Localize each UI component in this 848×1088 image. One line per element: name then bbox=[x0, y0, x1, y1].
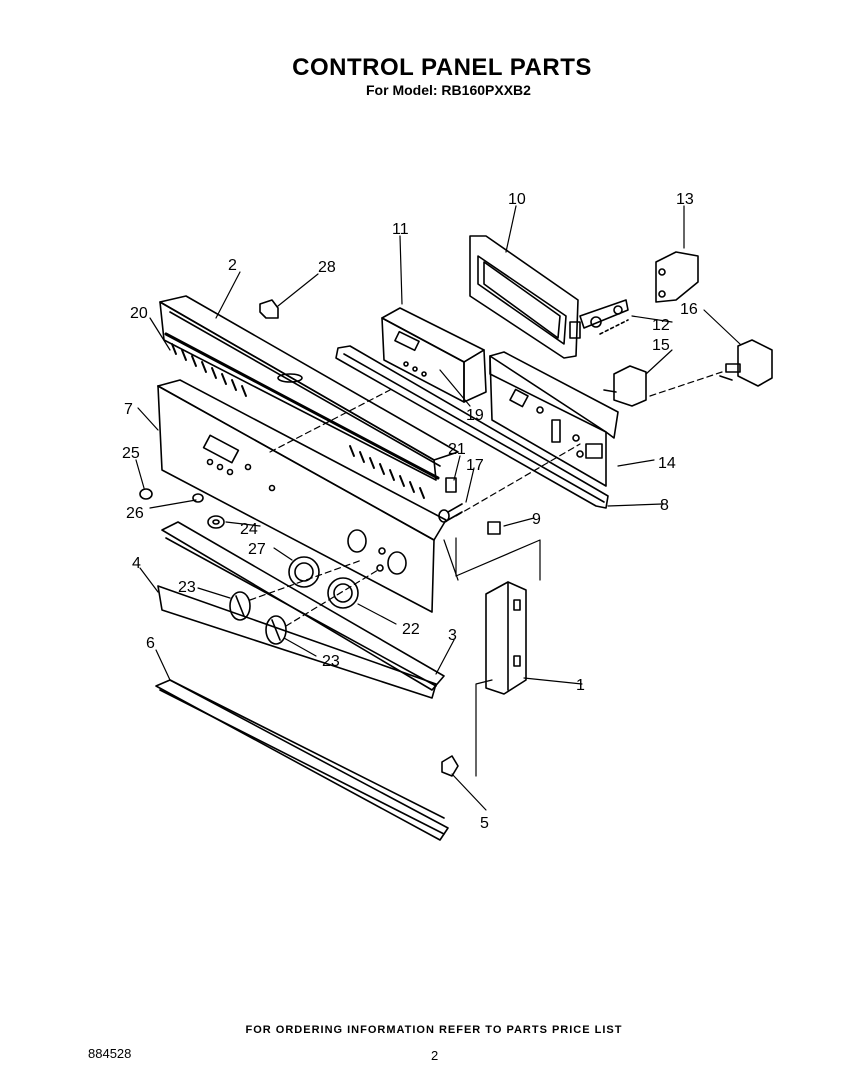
part-9-clip bbox=[487, 521, 501, 535]
callout-22: 22 bbox=[402, 621, 420, 638]
part-27-bezel bbox=[288, 556, 320, 588]
callout-2: 2 bbox=[228, 257, 237, 274]
callout-17: 17 bbox=[466, 457, 484, 474]
callout-19: 19 bbox=[466, 407, 484, 424]
assembly-lines bbox=[249, 371, 723, 627]
part-15-switch bbox=[603, 365, 647, 407]
callout-9: 9 bbox=[532, 511, 541, 528]
part-12-bracket bbox=[579, 299, 629, 335]
model-subtitle: For Model: RB160PXXB2 bbox=[366, 82, 531, 98]
callout-11: 11 bbox=[392, 221, 409, 238]
callout-16: 16 bbox=[680, 301, 698, 318]
part-1-side-bracket bbox=[485, 581, 527, 695]
part-26-button bbox=[192, 493, 204, 503]
part-28-clip bbox=[259, 299, 279, 319]
ordering-note: FOR ORDERING INFORMATION REFER TO PARTS … bbox=[245, 1024, 623, 1036]
callout-12: 12 bbox=[652, 317, 670, 334]
part-25-button bbox=[139, 488, 153, 500]
callout-26: 26 bbox=[126, 505, 144, 522]
callout-28: 28 bbox=[318, 259, 336, 276]
part-5-bracket bbox=[441, 755, 459, 777]
callout-5: 5 bbox=[480, 815, 489, 832]
leader-lines bbox=[135, 205, 741, 811]
callout-23a: 23 bbox=[178, 579, 196, 596]
callout-10: 10 bbox=[508, 191, 526, 208]
page-number: 2 bbox=[431, 1048, 439, 1063]
callout-24: 24 bbox=[240, 521, 258, 538]
callout-23b: 23 bbox=[322, 653, 340, 670]
callout-7: 7 bbox=[124, 401, 133, 418]
part-24-grommet bbox=[207, 515, 225, 529]
page-title: CONTROL PANEL PARTS bbox=[292, 54, 592, 81]
part-8-rail bbox=[335, 345, 609, 509]
part-23-knob-a bbox=[229, 591, 251, 621]
callout-15: 15 bbox=[652, 337, 670, 354]
callout-1: 1 bbox=[576, 677, 585, 694]
part-11-clock-module bbox=[381, 307, 487, 403]
callout-13: 13 bbox=[676, 191, 694, 208]
callout-21: 21 bbox=[448, 441, 466, 458]
callout-14: 14 bbox=[658, 455, 676, 472]
callout-27: 27 bbox=[248, 541, 266, 558]
part-7-control-panel bbox=[157, 379, 447, 613]
callout-25: 25 bbox=[122, 445, 140, 462]
part-21-clip bbox=[445, 477, 457, 493]
callout-20: 20 bbox=[130, 305, 148, 322]
callout-labels: 1 2 3 4 5 6 7 8 9 10 11 12 13 14 15 16 1… bbox=[122, 191, 698, 832]
part-10-display-frame bbox=[469, 235, 581, 359]
callout-8: 8 bbox=[660, 497, 669, 514]
callout-6: 6 bbox=[146, 635, 155, 652]
part-16-switch bbox=[719, 339, 773, 387]
part-4-trim-channel bbox=[157, 521, 445, 699]
part-23-knob-b bbox=[265, 615, 287, 645]
part-2-trim-strip bbox=[159, 295, 459, 499]
callout-3: 3 bbox=[448, 627, 457, 644]
part-6-lower-trim bbox=[155, 679, 449, 841]
part-14-circuit-board bbox=[489, 351, 619, 487]
routing-lines bbox=[443, 537, 541, 777]
part-22-bezel bbox=[327, 577, 359, 609]
document-number: 884528 bbox=[88, 1046, 132, 1061]
part-13-bracket-plate bbox=[655, 251, 699, 303]
part-17-post bbox=[438, 503, 463, 523]
callout-4: 4 bbox=[132, 555, 141, 572]
